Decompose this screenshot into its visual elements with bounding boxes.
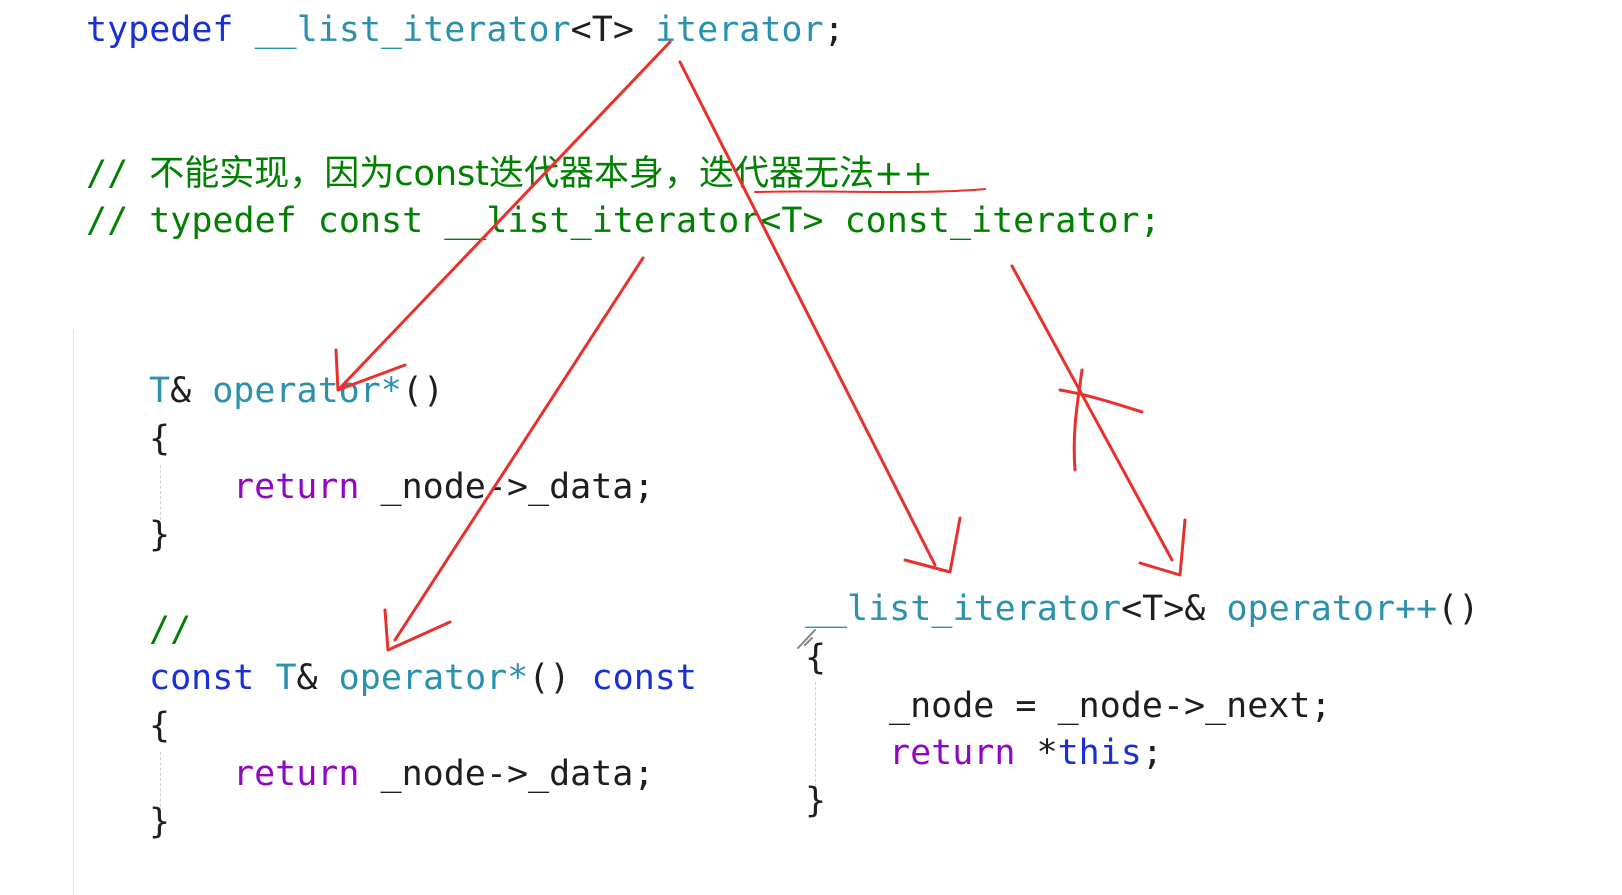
annotation-arrow-const-to-deref-const (393, 256, 645, 642)
operator-deref-name: operator* (338, 658, 529, 698)
open-brace: { (149, 706, 171, 746)
code-line-open-brace-1[interactable]: { (149, 415, 170, 463)
code-line-divider-comment[interactable]: // (149, 606, 191, 654)
code-line-typedef-iterator[interactable]: typedef __list_iterator<T> iterator; (86, 6, 845, 54)
annotation-arrowhead-3 (903, 516, 962, 574)
type-list-iterator: __list_iterator (254, 10, 571, 50)
code-line-close-brace-1[interactable]: } (149, 511, 170, 559)
parens: () (1437, 589, 1480, 629)
template-arg: <T> (570, 10, 634, 50)
code-line-assign-next[interactable]: _node = _node->_next; (889, 682, 1332, 730)
assign-next-expr: _node = _node->_next; (889, 686, 1332, 726)
parens: () (401, 371, 445, 411)
code-line-close-brace-2[interactable]: } (149, 798, 170, 846)
indent-guide-deref-const (160, 752, 161, 812)
alias-iterator: iterator (654, 10, 824, 50)
return-expr: _node->_data; (359, 754, 655, 794)
type-T: T (149, 371, 171, 411)
semicolon: ; (823, 10, 845, 50)
code-line-comment-chinese[interactable]: // 不能实现，因为const迭代器本身，迭代器无法++ (86, 150, 933, 198)
code-line-operator-deref[interactable]: T& operator*() (149, 367, 444, 415)
code-line-close-brace-3[interactable]: } (805, 777, 826, 825)
parens: () (528, 658, 592, 698)
keyword-typedef: typedef (86, 10, 234, 50)
ampersand: & (296, 658, 339, 698)
keyword-this: this (1057, 733, 1142, 773)
open-brace: { (149, 419, 171, 459)
keyword-return: return (233, 467, 360, 507)
type-list-iterator: __list_iterator (805, 589, 1122, 629)
return-expr: _node->_data; (359, 467, 655, 507)
ampersand: & (170, 371, 213, 411)
indent-guide-deref (160, 465, 161, 525)
close-brace: } (149, 515, 171, 555)
code-line-return-this[interactable]: return *this; (889, 729, 1163, 777)
operator-inc-name: operator++ (1226, 589, 1438, 629)
close-brace: } (805, 781, 827, 821)
open-brace: { (805, 638, 827, 678)
annotation-arrow-iterator-to-inc (678, 60, 937, 567)
divider-comment: // (149, 610, 192, 650)
comment-typedef-const: // typedef const __list_iterator<T> cons… (86, 201, 1161, 241)
template-arg-ref: <T>& (1121, 589, 1227, 629)
annotation-arrow-const-iter-to-inc (1010, 264, 1174, 562)
semicolon: ; (1141, 733, 1163, 773)
code-line-operator-inc[interactable]: __list_iterator<T>& operator++() (805, 585, 1479, 633)
annotation-cross-mark (1058, 368, 1144, 472)
indent-guide-inc (815, 682, 816, 792)
keyword-return: return (889, 733, 1016, 773)
annotation-arrowhead-2 (383, 608, 452, 652)
deref-star: * (1015, 733, 1058, 773)
code-line-return-data-1[interactable]: return _node->_data; (233, 463, 654, 511)
indent-guide-outer (73, 330, 74, 895)
annotation-arrowhead-4 (1138, 518, 1187, 577)
code-line-return-data-2[interactable]: return _node->_data; (233, 750, 654, 798)
type-T: T (275, 658, 297, 698)
operator-deref-name: operator* (212, 371, 402, 411)
keyword-const: const (149, 658, 255, 698)
code-line-operator-deref-const[interactable]: const T& operator*() const (149, 654, 697, 702)
keyword-const-qualifier: const (591, 658, 697, 698)
keyword-return: return (233, 754, 360, 794)
close-brace: } (149, 802, 171, 842)
code-line-open-brace-2[interactable]: { (149, 702, 170, 750)
comment-prefix: // (86, 154, 150, 194)
comment-chinese-text: 不能实现，因为const迭代器本身，迭代器无法++ (149, 154, 933, 194)
code-line-open-brace-3[interactable]: { (805, 634, 826, 682)
code-line-comment-typedef-const[interactable]: // typedef const __list_iterator<T> cons… (86, 197, 1161, 245)
